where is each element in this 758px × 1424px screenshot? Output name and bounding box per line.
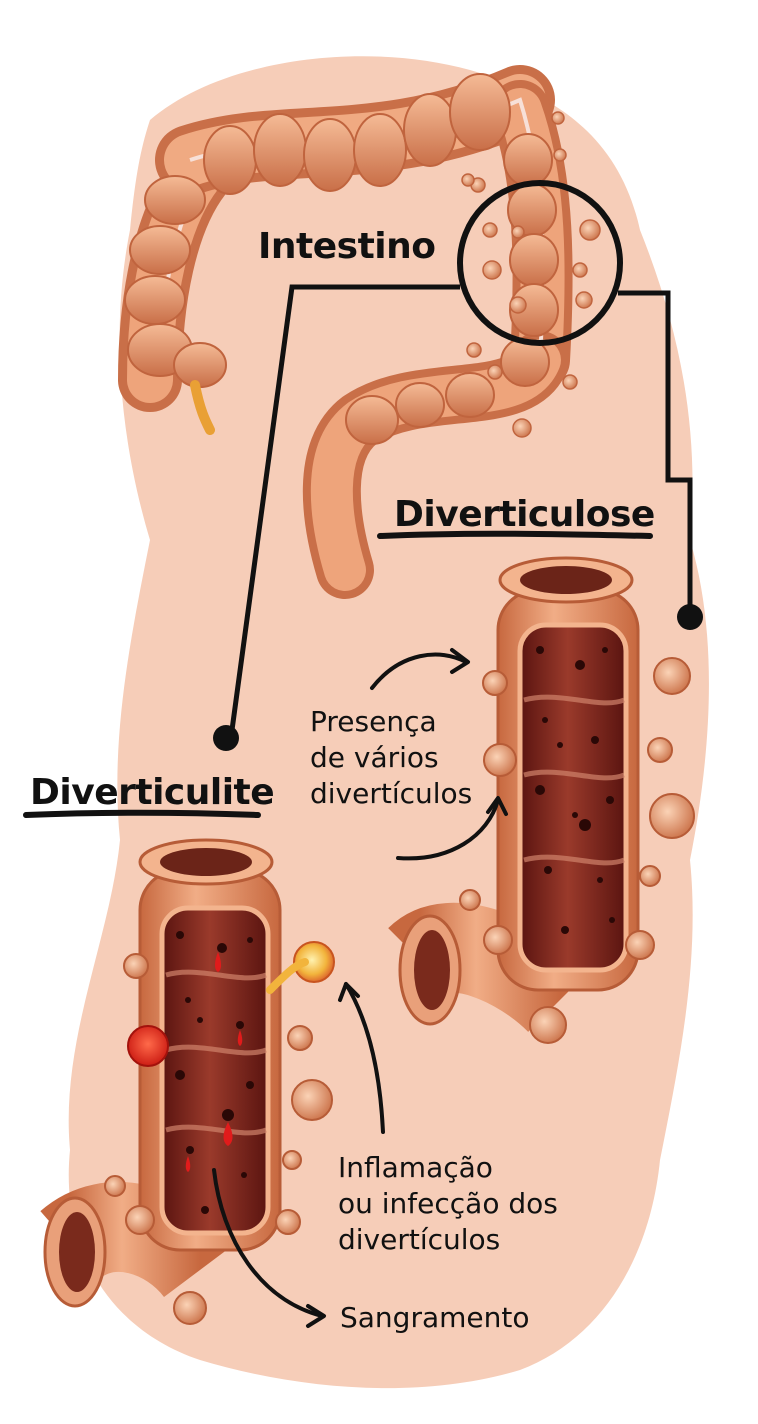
magnifier-circle (457, 180, 623, 346)
diverticulitis-note: Inflamação ou infecção dos divertículos (338, 1151, 558, 1256)
arrow-to-bleeding-label (212, 1168, 324, 1318)
colon-illustration (118, 65, 601, 599)
arrow-to-side-pouch (396, 798, 500, 861)
arrow-to-top-pouch (370, 652, 468, 690)
leader-line-diverticulose (618, 290, 693, 612)
diverticulosis-note: Presença de vários divertículos (310, 705, 473, 810)
diverticulosis-cross-section (388, 556, 695, 1044)
underline-diverticulite (23, 809, 261, 818)
diverticulitis-cross-section (40, 838, 335, 1325)
bleeding-label: Sangramento (340, 1301, 530, 1334)
arrow-to-inflamed-pouch (344, 982, 385, 1134)
leader-dot-diverticulite (213, 725, 239, 751)
underline-diverticulose (377, 530, 653, 539)
intestine-label: Intestino (258, 226, 436, 267)
leader-dot-diverticulose (677, 604, 703, 630)
diverticulosis-label: Diverticulose (394, 494, 655, 535)
diverticulitis-label: Diverticulite (30, 772, 275, 813)
leader-line-diverticulite (229, 284, 460, 731)
